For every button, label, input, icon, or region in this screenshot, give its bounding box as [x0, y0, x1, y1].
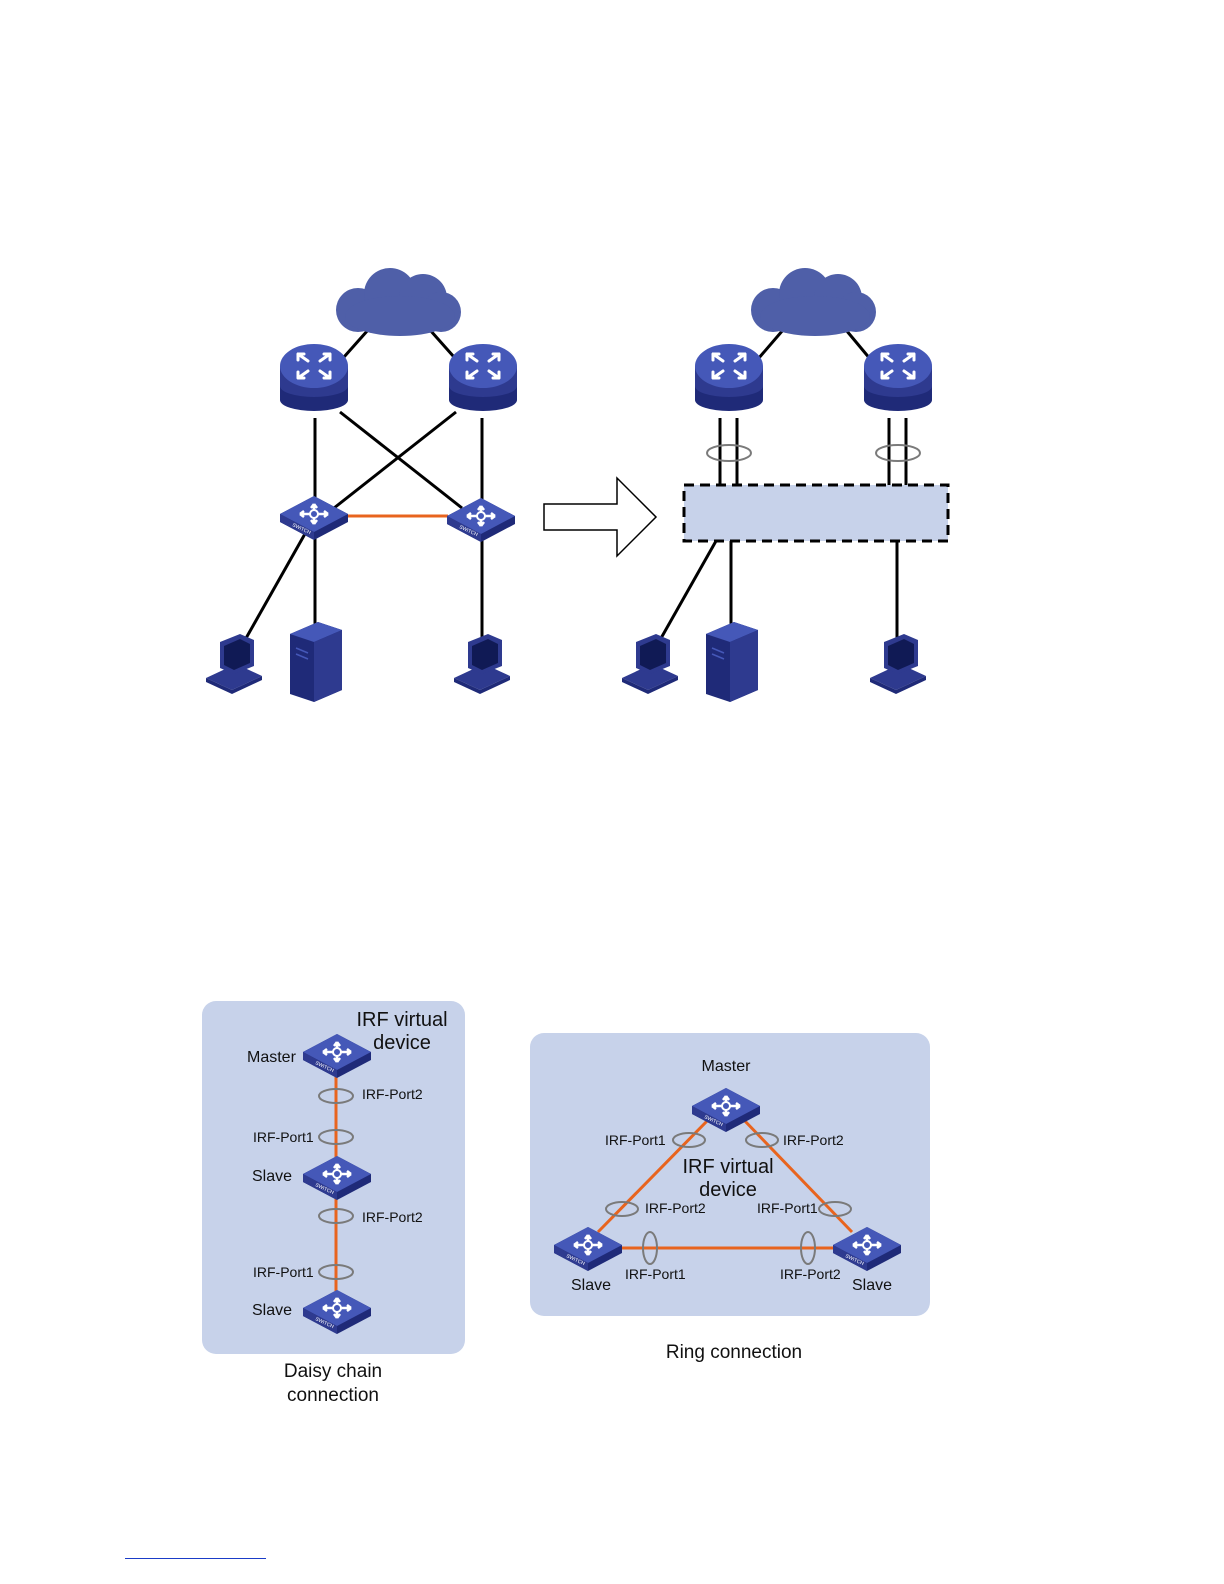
arrow-icon: [544, 478, 656, 556]
footnote-separator: [125, 1558, 266, 1559]
ring-diagram: Master IRF-Port1 IRF-Port2 IRF virtual d…: [530, 1033, 930, 1363]
server-icon: [290, 622, 342, 702]
slave-label: Slave: [252, 1302, 292, 1319]
port-label: IRF-Port1: [625, 1266, 686, 1282]
pc-icon: [870, 634, 926, 694]
cloud-icon: [751, 268, 876, 336]
port-label: IRF-Port2: [780, 1266, 841, 1282]
port-label: IRF-Port2: [783, 1132, 844, 1148]
router-icon: [280, 344, 348, 411]
panel-title-line1: IRF virtual: [356, 1009, 447, 1031]
caption-line1: Daisy chain: [284, 1361, 382, 1382]
port-label: IRF-Port1: [605, 1132, 666, 1148]
panel-title-line1: IRF virtual: [682, 1156, 773, 1178]
caption-line2: connection: [287, 1385, 379, 1406]
slave-label: Slave: [852, 1277, 892, 1294]
port-label: IRF-Port2: [362, 1209, 423, 1225]
cloud-icon: [336, 268, 461, 336]
pc-icon: [206, 634, 262, 694]
master-label: Master: [247, 1049, 297, 1066]
aggregation-ring: [876, 445, 920, 461]
port-label: IRF-Port1: [757, 1200, 818, 1216]
pc-icon: [454, 634, 510, 694]
switch-icon: [280, 496, 348, 540]
irf-virtual-device-box: [684, 485, 948, 541]
router-icon: [864, 344, 932, 411]
port-label: IRF-Port1: [253, 1129, 314, 1145]
master-label: Master: [702, 1058, 752, 1075]
server-icon: [706, 622, 758, 702]
router-icon: [449, 344, 517, 411]
daisy-chain-diagram: IRF virtual device Master IRF-Port2 IRF-…: [202, 1001, 465, 1406]
port-label: IRF-Port1: [253, 1264, 314, 1280]
port-label: IRF-Port2: [362, 1086, 423, 1102]
slave-label: Slave: [571, 1277, 611, 1294]
router-icon: [695, 344, 763, 411]
pc-icon: [622, 634, 678, 694]
panel-title-line2: device: [373, 1032, 431, 1054]
slave-label: Slave: [252, 1168, 292, 1185]
irf-topology: [622, 268, 948, 702]
traditional-topology: [206, 268, 517, 702]
aggregation-ring: [707, 445, 751, 461]
panel-title-line2: device: [699, 1179, 757, 1201]
caption: Ring connection: [666, 1342, 802, 1363]
port-label: IRF-Port2: [645, 1200, 706, 1216]
